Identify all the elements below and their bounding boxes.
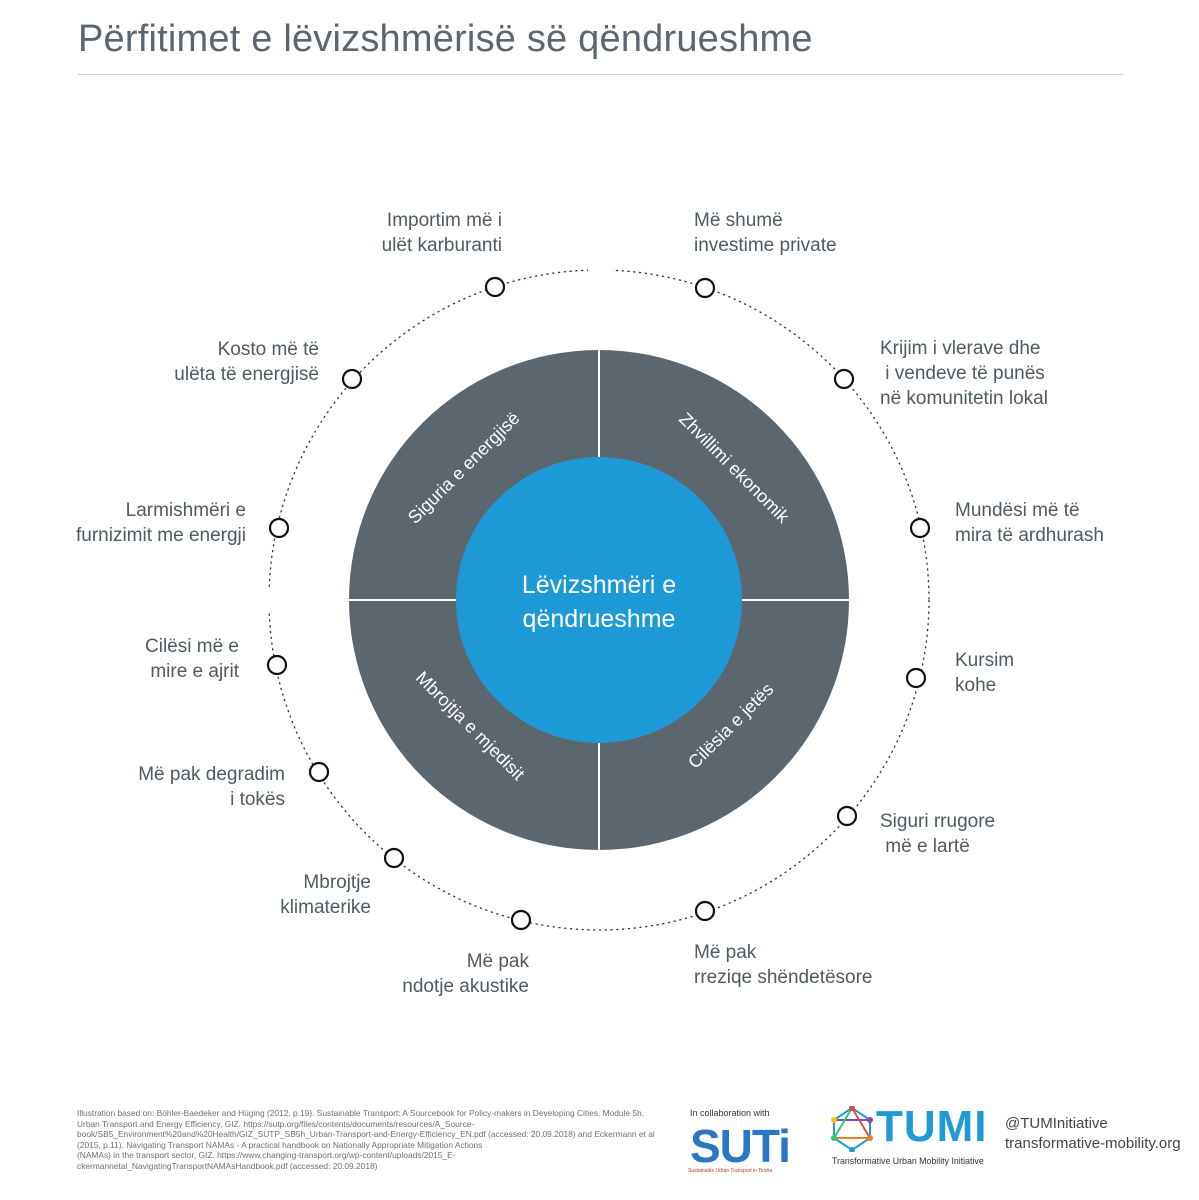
title-divider bbox=[78, 74, 1123, 75]
marker-land-degradation bbox=[308, 761, 330, 783]
marker-time-saving bbox=[905, 667, 927, 689]
contact-info: @TUMInitiative transformative-mobility.o… bbox=[1005, 1114, 1181, 1154]
suti-logo: SUTi bbox=[690, 1120, 790, 1168]
marker-energy-cost bbox=[341, 368, 363, 390]
tumi-wordmark: TUMI bbox=[876, 1102, 988, 1151]
tumi-subtitle: Transformative Urban Mobility Initiative bbox=[832, 1156, 984, 1166]
page-title: Përfitimet e lëvizshmërisë së qëndrueshm… bbox=[78, 18, 813, 60]
marker-health bbox=[694, 900, 716, 922]
suti-wordmark: SUTi bbox=[690, 1120, 790, 1168]
suti-subtitle: Sustainable Urban Transport in Tirana bbox=[688, 1168, 773, 1174]
center-label-line1: Lëvizshmëri e bbox=[522, 571, 676, 599]
marker-climate bbox=[383, 847, 405, 869]
benefit-label-road-safety: Siguri rrugore më e lartë bbox=[880, 811, 996, 857]
ring-gap-left bbox=[258, 588, 278, 612]
center-label-line2: qëndrueshme bbox=[523, 605, 676, 633]
collaboration-label: In collaboration with bbox=[690, 1108, 770, 1118]
center-circle bbox=[456, 457, 742, 743]
ring-gap-top bbox=[588, 258, 612, 278]
marker-value-creation bbox=[833, 368, 855, 390]
tumi-logo-icon bbox=[831, 1106, 873, 1152]
benefits-diagram: Lëvizshmëri e qëndrueshme Siguria e ener… bbox=[258, 258, 931, 931]
website-link[interactable]: transformative-mobility.org bbox=[1005, 1135, 1181, 1152]
marker-air-quality bbox=[266, 654, 288, 676]
marker-energy-diversity bbox=[268, 517, 290, 539]
marker-fuel-import bbox=[484, 276, 506, 298]
social-handle[interactable]: @TUMInitiative bbox=[1005, 1115, 1108, 1132]
marker-private-investment bbox=[694, 277, 716, 299]
marker-noise bbox=[510, 909, 532, 931]
marker-road-safety bbox=[836, 805, 858, 827]
marker-income bbox=[909, 517, 931, 539]
source-citation: Illustration based on: Böhler-Baedeker a… bbox=[77, 1108, 655, 1171]
benefit-markers bbox=[266, 276, 931, 931]
